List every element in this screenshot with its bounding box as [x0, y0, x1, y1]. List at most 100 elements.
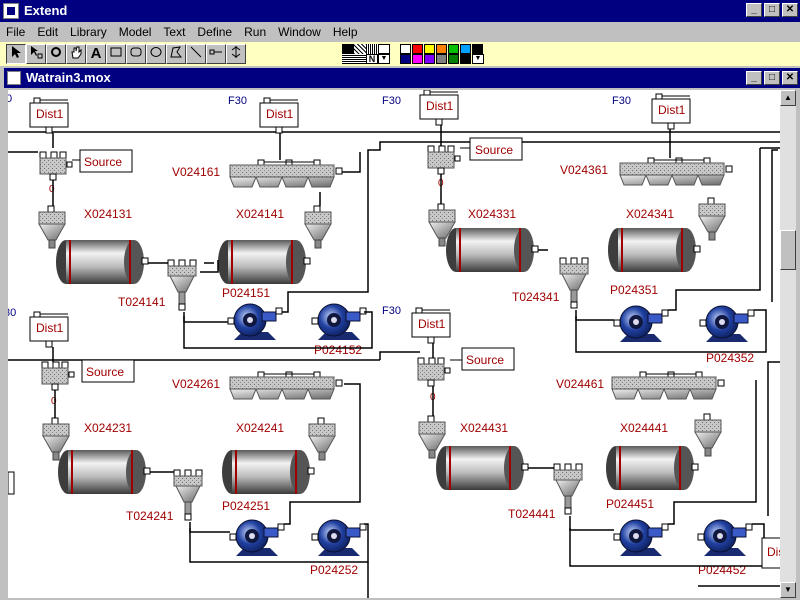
input-mixer-block-3[interactable]	[41, 361, 75, 391]
tank-t024441-block[interactable]	[553, 463, 583, 515]
mill-x024331-block[interactable]	[445, 227, 539, 273]
menu-help[interactable]: Help	[332, 25, 358, 39]
v024261-label: V024261	[172, 377, 220, 391]
menu-library[interactable]: Library	[70, 25, 107, 39]
menu-file[interactable]: File	[6, 25, 26, 39]
pump-p024151-block[interactable]	[227, 303, 283, 341]
block-tool-icon[interactable]	[26, 44, 46, 64]
polygon-tool-icon[interactable]	[166, 44, 186, 64]
close-button[interactable]: ✕	[782, 3, 798, 17]
menu-model[interactable]: Model	[118, 25, 152, 39]
oval-tool-icon[interactable]	[146, 44, 166, 64]
document-icon[interactable]	[7, 71, 21, 85]
vertical-scrollbar[interactable]: ▲ ▼	[780, 90, 796, 598]
scroll-up-icon[interactable]: ▲	[780, 90, 796, 106]
feeder-hopper-4-block[interactable]	[698, 197, 726, 241]
valve-bank-v024161-block[interactable]	[229, 159, 343, 188]
mill-x024131-block[interactable]	[55, 239, 149, 285]
tank-t024241-block[interactable]	[173, 469, 203, 521]
menu-window[interactable]: Window	[278, 25, 321, 39]
input-mixer-block-4[interactable]	[417, 357, 451, 387]
model-maximize-button[interactable]: □	[764, 71, 780, 85]
pump-p024351-block[interactable]	[613, 305, 669, 343]
mill-x024141-block[interactable]	[217, 239, 311, 285]
input-mixer-block[interactable]	[39, 151, 73, 181]
feeder-hopper-block[interactable]	[38, 205, 66, 249]
x024231-label: X024231	[84, 421, 132, 435]
pattern-black[interactable]	[342, 44, 354, 54]
source-label-2: Source	[475, 143, 513, 157]
pattern-white[interactable]	[378, 44, 390, 54]
color-orange[interactable]	[436, 44, 447, 54]
model-minimize-button[interactable]: _	[746, 71, 762, 85]
model-window-title-bar[interactable]: Watrain3.mox _ □ ✕	[4, 68, 800, 88]
color-red[interactable]	[412, 44, 423, 54]
input-mixer-block-2[interactable]	[427, 145, 461, 175]
scale-tool-icon[interactable]	[226, 44, 246, 64]
color-black[interactable]	[472, 44, 483, 54]
color-purple[interactable]	[424, 54, 435, 64]
pattern-none-label[interactable]: N	[366, 54, 378, 64]
pattern-dots[interactable]	[342, 54, 366, 64]
rectangle-tool-icon[interactable]	[106, 44, 126, 64]
pump-p024252-block[interactable]	[311, 519, 367, 557]
color-dropdown-icon[interactable]: ▼	[472, 54, 484, 64]
valve-bank-v024461-block[interactable]	[611, 371, 725, 400]
mill-x024231-block[interactable]	[57, 449, 151, 495]
connection-tool-icon[interactable]	[206, 44, 226, 64]
offscreen-block[interactable]	[8, 471, 15, 495]
text-tool-icon[interactable]: A	[86, 44, 106, 64]
model-close-button[interactable]: ✕	[782, 71, 798, 85]
pattern-lines[interactable]	[366, 44, 378, 54]
menu-edit[interactable]: Edit	[37, 25, 59, 39]
minimize-button[interactable]: _	[746, 3, 762, 17]
color-yellow[interactable]	[424, 44, 435, 54]
feeder-hopper-8-block[interactable]	[694, 413, 722, 457]
svg-text:0: 0	[8, 93, 12, 105]
tank-t024341-block[interactable]	[559, 257, 589, 309]
tank-t024141-block[interactable]	[167, 259, 197, 311]
pump-p024251-block[interactable]	[229, 519, 285, 557]
color-selector[interactable]: ▼	[400, 44, 490, 64]
arrow-tool-icon[interactable]	[6, 44, 26, 64]
pattern-selector[interactable]: N ▼	[342, 44, 392, 64]
mill-x024341-block[interactable]	[607, 227, 701, 273]
feeder-hopper-6-block[interactable]	[308, 417, 336, 461]
color-green[interactable]	[448, 44, 459, 54]
pattern-hatch[interactable]	[354, 44, 366, 54]
feeder-hopper-2-block[interactable]	[304, 205, 332, 249]
pump-p024452-block[interactable]	[697, 519, 753, 557]
menu-text[interactable]: Text	[163, 25, 186, 39]
p024151-label: P024151	[222, 286, 270, 300]
maximize-button[interactable]: □	[764, 3, 780, 17]
dist1-block-offscreen[interactable]	[761, 537, 780, 569]
mill-x024241-block[interactable]	[221, 449, 315, 495]
app-title-bar[interactable]: Extend _ □ ✕	[0, 0, 800, 22]
color-sky[interactable]	[460, 44, 471, 54]
mill-x024441-block[interactable]	[605, 445, 699, 491]
mill-x024431-block[interactable]	[435, 445, 529, 491]
round-rect-tool-icon[interactable]	[126, 44, 146, 64]
scroll-thumb[interactable]	[780, 230, 796, 270]
valve-bank-v024361-block[interactable]	[619, 157, 733, 186]
valve-bank-v024261-block[interactable]	[229, 371, 343, 400]
color-navy[interactable]	[400, 54, 411, 64]
color-gray[interactable]	[436, 54, 447, 64]
pump-p024352-block[interactable]	[699, 305, 755, 343]
pump-p024451-block[interactable]	[613, 519, 669, 557]
t024341-label: T024341	[512, 290, 560, 304]
extend-app-icon[interactable]	[3, 3, 19, 19]
color-black-2[interactable]	[460, 54, 471, 64]
pump-p024152-block[interactable]	[311, 303, 367, 341]
clone-tool-icon[interactable]	[46, 44, 66, 64]
menu-define[interactable]: Define	[197, 25, 233, 39]
hand-tool-icon[interactable]	[66, 44, 86, 64]
color-darkgreen[interactable]	[448, 54, 459, 64]
menu-run[interactable]: Run	[244, 25, 267, 39]
color-magenta[interactable]	[412, 54, 423, 64]
line-tool-icon[interactable]	[186, 44, 206, 64]
pattern-dropdown-icon[interactable]: ▼	[378, 54, 390, 64]
color-white[interactable]	[400, 44, 411, 54]
scroll-down-icon[interactable]: ▼	[780, 582, 796, 598]
model-canvas[interactable]: 0 Dist1 Source 0 X024131	[8, 90, 780, 598]
